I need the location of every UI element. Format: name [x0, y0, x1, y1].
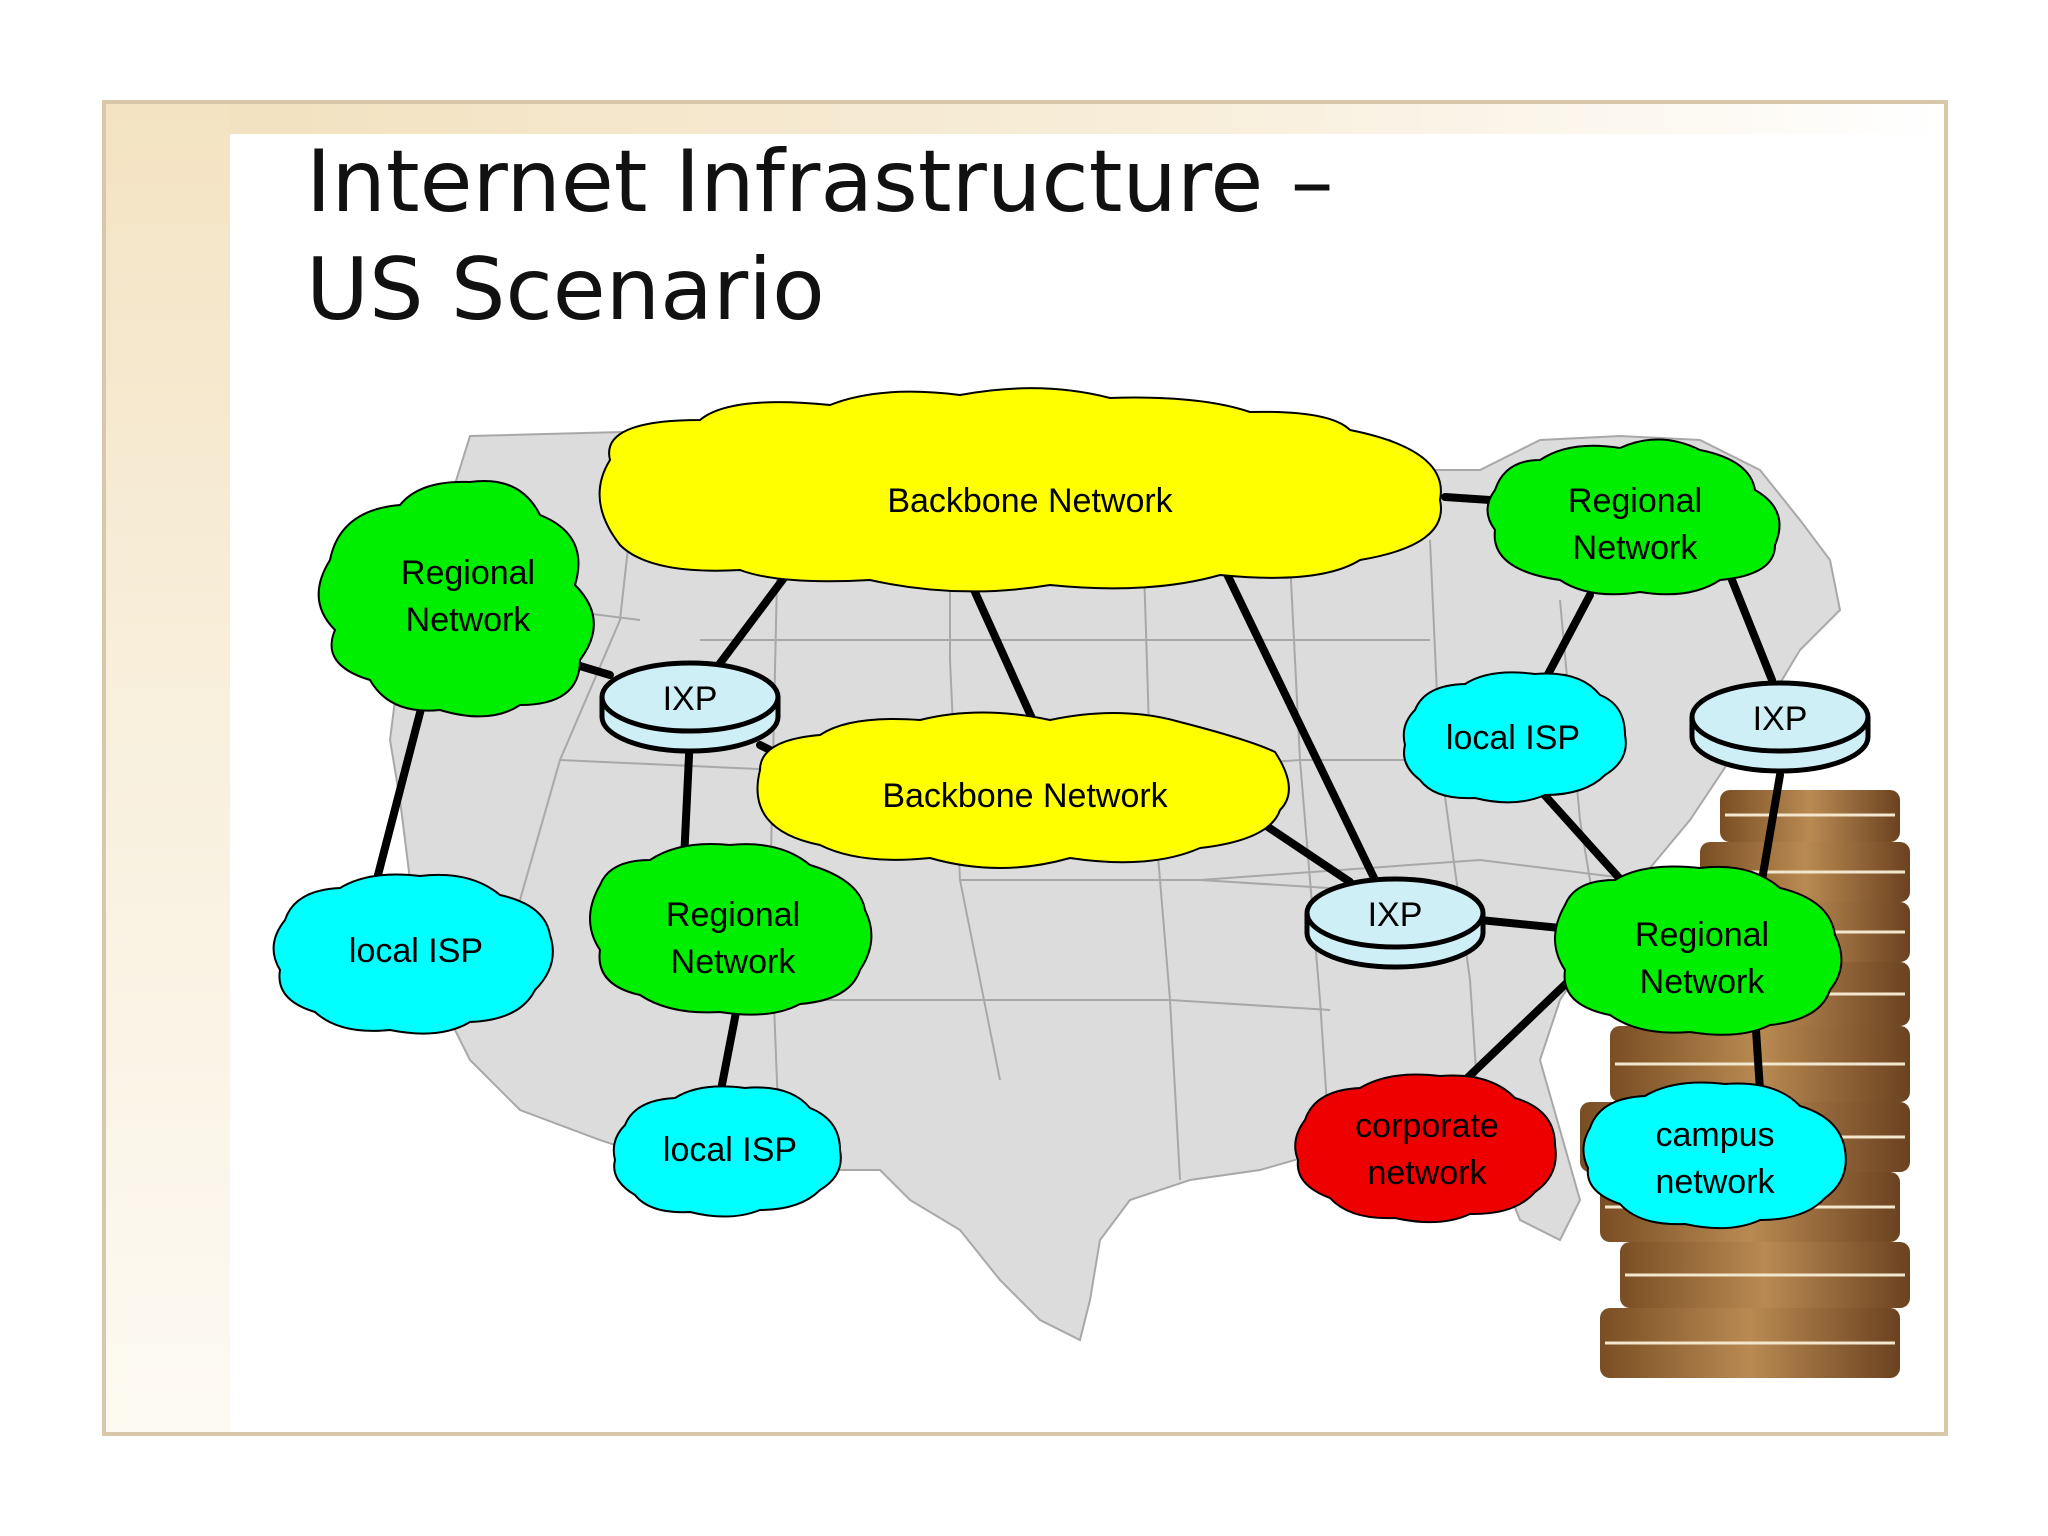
ixp-east-router: IXP: [1689, 680, 1871, 774]
backbone-top-label: Backbone Network: [887, 482, 1173, 520]
link-regional-nw-local-isp-west: [374, 701, 426, 879]
link-regional-ne-local-isp-east: [1541, 591, 1594, 684]
campus-network-cloud: campus network: [1582, 1081, 1847, 1230]
network-links: [374, 493, 1784, 1099]
regional-network-ne-cloud: Regional Network: [1486, 438, 1781, 596]
regional-ne-label-2: Network: [1573, 529, 1699, 567]
regional-network-nw-cloud: Regional Network: [317, 480, 595, 718]
corporate-label-2: network: [1367, 1154, 1487, 1192]
slide-title: Internet Infrastructure – US Scenario: [306, 128, 1334, 344]
backbone-network-top-cloud: Backbone Network: [598, 387, 1442, 593]
title-line-1: Internet Infrastructure –: [306, 132, 1334, 232]
ixp-west-label: IXP: [663, 680, 718, 718]
regional-network-mid-cloud: Regional Network: [589, 843, 873, 1016]
corporate-label-1: corporate: [1355, 1107, 1499, 1145]
regional-mid-label-2: Network: [671, 943, 797, 981]
regional-nw-label-2: Network: [406, 601, 532, 639]
ixp-central-label: IXP: [1368, 896, 1423, 934]
link-backbone-top-ixp-west: [711, 566, 794, 674]
link-local-isp-east-regional-se: [1536, 786, 1634, 894]
link-backbone-mid-ixp-central: [1261, 821, 1354, 886]
slide-left-gradient: [106, 104, 230, 1432]
local-isp-west-label: local ISP: [349, 932, 483, 970]
regional-network-se-cloud: Regional Network: [1554, 865, 1843, 1036]
link-regional-ne-ixp-east: [1722, 561, 1776, 684]
corporate-network-cloud: corporate network: [1294, 1073, 1557, 1224]
link-ixp-central-regional-se: [1476, 916, 1564, 932]
link-ixp-east-regional-se: [1758, 771, 1784, 884]
link-regional-se-campus: [1752, 1026, 1764, 1094]
ixp-central-router: IXP: [1304, 876, 1486, 970]
local-isp-south-cloud: local ISP: [612, 1085, 842, 1218]
link-backbone-top-backbone-mid: [961, 566, 1039, 729]
campus-label-2: network: [1655, 1163, 1775, 1201]
backbone-network-mid-cloud: Backbone Network: [756, 711, 1290, 869]
link-regional-mid-local-isp-south: [716, 998, 742, 1099]
link-regional-se-corporate: [1456, 971, 1579, 1089]
title-line-2: US Scenario: [306, 240, 825, 340]
regional-ne-label-1: Regional: [1568, 482, 1702, 520]
regional-se-label-1: Regional: [1635, 916, 1769, 954]
link-backbone-top-regional-ne: [1441, 493, 1494, 504]
slide-top-gradient: [106, 104, 1944, 134]
ixp-west-router: IXP: [599, 660, 781, 754]
link-backbone-top-ixp-central: [1221, 566, 1379, 884]
regional-nw-label-1: Regional: [401, 554, 535, 592]
local-isp-east-label: local ISP: [1446, 719, 1580, 757]
campus-label-1: campus: [1655, 1116, 1774, 1154]
backbone-mid-label: Backbone Network: [882, 777, 1168, 815]
local-isp-west-cloud: local ISP: [272, 873, 554, 1035]
local-isp-south-label: local ISP: [663, 1131, 797, 1169]
ixp-east-label: IXP: [1753, 700, 1808, 738]
link-ixp-west-regional-mid: [680, 731, 694, 864]
regional-se-label-2: Network: [1640, 963, 1766, 1001]
local-isp-east-cloud: local ISP: [1402, 671, 1627, 804]
regional-mid-label-1: Regional: [666, 896, 800, 934]
